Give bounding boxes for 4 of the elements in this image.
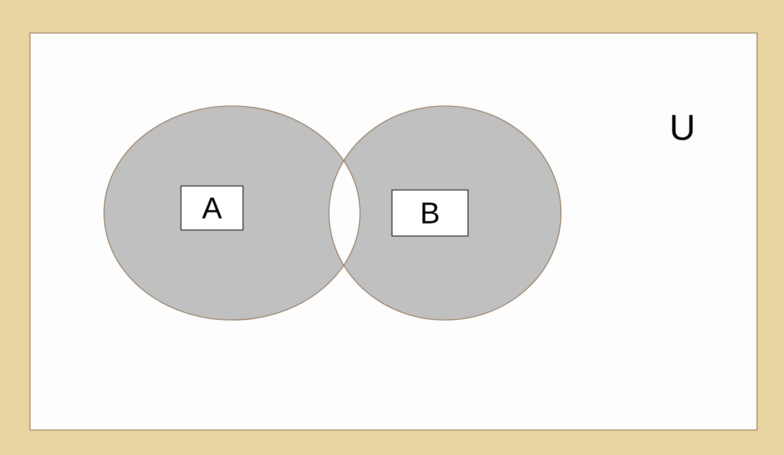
set-ellipse: [104, 106, 360, 320]
set-label: B: [392, 190, 468, 236]
set-label: A: [180, 186, 244, 230]
set-ellipse: [328, 106, 562, 320]
